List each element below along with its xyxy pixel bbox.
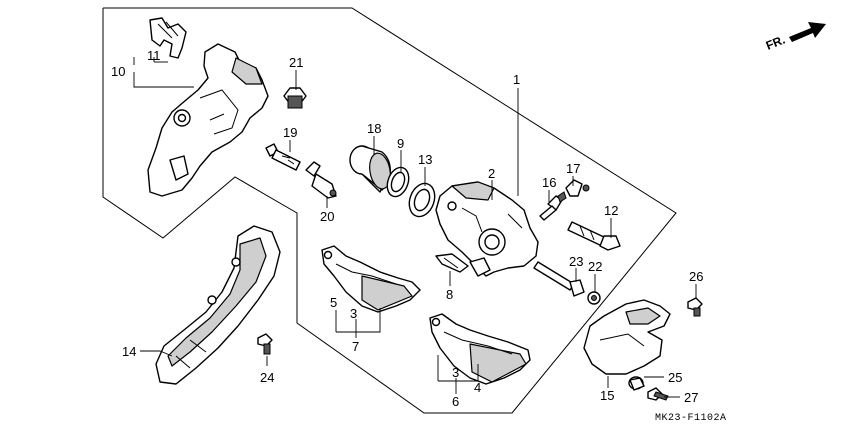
callout-9: 9	[397, 136, 404, 151]
callout-22: 22	[588, 259, 602, 274]
direction-label: FR.	[764, 33, 787, 53]
callout-4: 4	[474, 380, 481, 395]
callout-19: 19	[283, 125, 297, 140]
callout-17: 17	[566, 161, 580, 176]
part-bolt-21[interactable]	[283, 87, 307, 109]
part-bolt-24[interactable]	[257, 333, 273, 355]
callout-10: 10	[111, 64, 125, 79]
part-pin-bolt-19[interactable]	[265, 143, 301, 171]
part-pad-pin[interactable]	[533, 261, 585, 297]
callout-3-upper: 3	[350, 306, 357, 321]
callout-25: 25	[668, 370, 682, 385]
part-collar[interactable]	[628, 376, 645, 391]
part-pin-bolt-12[interactable]	[567, 221, 621, 251]
part-bolt-27[interactable]	[647, 387, 669, 401]
callout-16: 16	[542, 175, 556, 190]
part-pin-20[interactable]	[305, 161, 337, 199]
leader-lines	[133, 57, 697, 398]
callout-3-lower: 3	[452, 365, 459, 380]
callout-14: 14	[122, 344, 136, 359]
part-bolt-26[interactable]	[687, 297, 703, 317]
part-piston[interactable]	[349, 145, 393, 193]
part-bleed-cap[interactable]	[565, 179, 590, 197]
callout-8: 8	[446, 287, 453, 302]
assembly-frame	[102, 7, 677, 414]
callout-15: 15	[600, 388, 614, 403]
part-dust-seal[interactable]	[405, 180, 439, 220]
part-disc-guard[interactable]	[155, 225, 281, 385]
front-direction-indicator: FR.	[764, 22, 826, 53]
callout-26: 26	[689, 269, 703, 284]
callout-5: 5	[330, 295, 337, 310]
part-pad-set-upper[interactable]	[321, 245, 421, 313]
part-clip[interactable]	[149, 17, 187, 59]
callout-24: 24	[260, 370, 274, 385]
part-pin-plug[interactable]	[587, 291, 601, 305]
part-caliper-bracket[interactable]	[147, 43, 269, 197]
part-piston-seal[interactable]	[383, 164, 412, 199]
callout-13: 13	[418, 152, 432, 167]
callout-2: 2	[488, 166, 495, 181]
direction-arrow-icon	[789, 22, 826, 42]
part-bleed-valve[interactable]	[539, 191, 567, 221]
callout-20: 20	[320, 209, 334, 224]
part-pad-spring[interactable]	[435, 253, 469, 273]
callout-6: 6	[452, 394, 459, 409]
callout-1: 1	[513, 72, 520, 87]
callout-12: 12	[604, 203, 618, 218]
part-pad-set-lower[interactable]	[429, 313, 531, 385]
callouts: 1 2 3 3 4 5 6 7 8 9 10 11 12 13 14 15 16…	[111, 48, 703, 409]
part-caliper-body[interactable]	[435, 181, 539, 277]
callout-27: 27	[684, 390, 698, 405]
callout-18: 18	[367, 121, 381, 136]
callout-11: 11	[147, 48, 161, 63]
diagram-code: MK23-F1102A	[655, 413, 727, 424]
callout-21: 21	[289, 55, 303, 70]
part-bracket-cover[interactable]	[583, 299, 671, 375]
callout-7: 7	[352, 339, 359, 354]
callout-23: 23	[569, 254, 583, 269]
